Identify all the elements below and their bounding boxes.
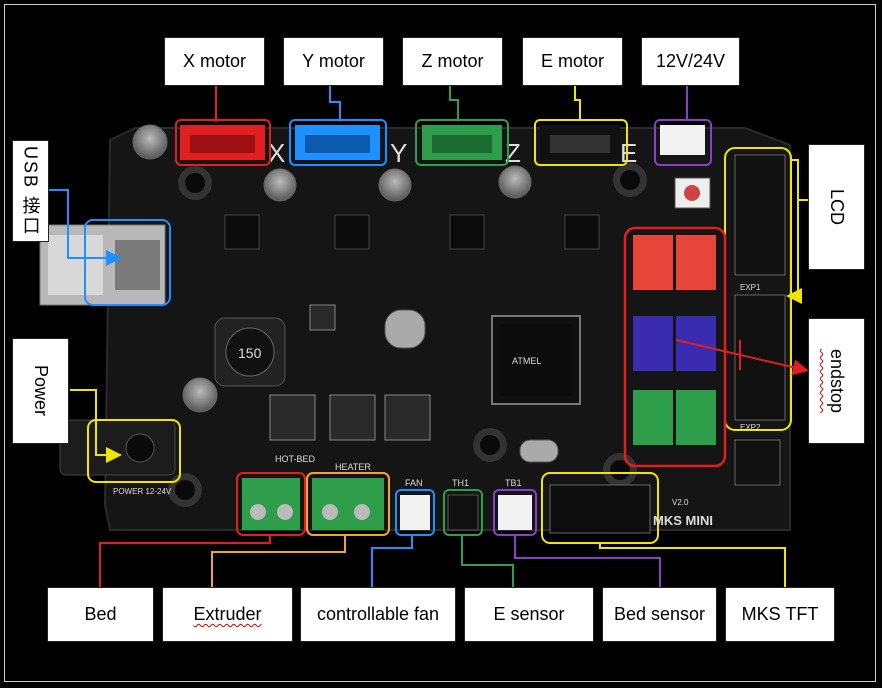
usb-port	[39, 224, 166, 306]
silk-hot-bed: HOT-BED	[275, 454, 316, 464]
silk-exp2: EXP2	[740, 423, 761, 432]
silk-fan: FAN	[405, 478, 423, 488]
power-highlight	[87, 419, 181, 483]
fan-connector	[395, 489, 435, 536]
power-input-connector	[654, 119, 712, 166]
label-x-motor: X motor	[164, 37, 265, 86]
stepper-drivers	[224, 214, 600, 250]
silk-exp1: EXP1	[740, 283, 761, 292]
svg-text:E: E	[620, 138, 637, 168]
endstop-connectors	[623, 226, 727, 468]
usb-highlight	[84, 219, 171, 306]
label-endstop: endstop	[808, 318, 865, 444]
silk-brand: MKS MINI	[653, 513, 713, 528]
silk-power: POWER 12-24V	[113, 487, 172, 496]
capacitors	[132, 124, 532, 413]
reset-button	[674, 177, 711, 209]
th1-connector	[443, 489, 483, 536]
mosfets	[269, 304, 431, 441]
label-power-input: 12V/24V	[641, 37, 740, 86]
label-z-motor: Z motor	[402, 37, 503, 86]
inductor: 150	[214, 317, 286, 387]
svg-text:X: X	[268, 138, 285, 168]
label-controllable-fan: controllable fan	[300, 587, 456, 642]
power-jack	[59, 419, 176, 476]
label-lcd: LCD	[808, 144, 865, 270]
label-bed: Bed	[47, 587, 154, 642]
tb1-connector	[493, 489, 537, 536]
x-motor-connector	[175, 119, 271, 166]
hot-bed-terminal	[236, 472, 306, 536]
silk-version: V2.0	[672, 498, 689, 507]
image-frame	[4, 4, 876, 682]
heater-terminal	[306, 472, 390, 536]
label-extruder: Extruder	[162, 587, 293, 642]
isp-header	[734, 439, 781, 486]
svg-text:Y: Y	[390, 138, 407, 168]
y-motor-connector	[289, 119, 387, 166]
mcu-chip: ATMEL	[491, 315, 581, 405]
label-power: Power	[12, 338, 69, 444]
label-e-motor: E motor	[522, 37, 623, 86]
leader-lines	[48, 85, 809, 587]
lcd-headers	[724, 147, 792, 431]
svg-text:ATMEL: ATMEL	[512, 356, 541, 366]
z-motor-connector	[415, 119, 509, 166]
label-y-motor: Y motor	[283, 37, 384, 86]
label-usb: USB 接口	[12, 140, 49, 242]
label-e-sensor: E sensor	[464, 587, 594, 642]
e-motor-connector	[534, 119, 628, 166]
silk-th1: TH1	[452, 478, 469, 488]
label-bed-sensor: Bed sensor	[602, 587, 717, 642]
silk-tb1: TB1	[505, 478, 522, 488]
crystals	[384, 309, 559, 463]
label-mks-tft: MKS TFT	[725, 587, 835, 642]
silk-heater: HEATER	[335, 462, 371, 472]
svg-text:150: 150	[238, 345, 262, 361]
